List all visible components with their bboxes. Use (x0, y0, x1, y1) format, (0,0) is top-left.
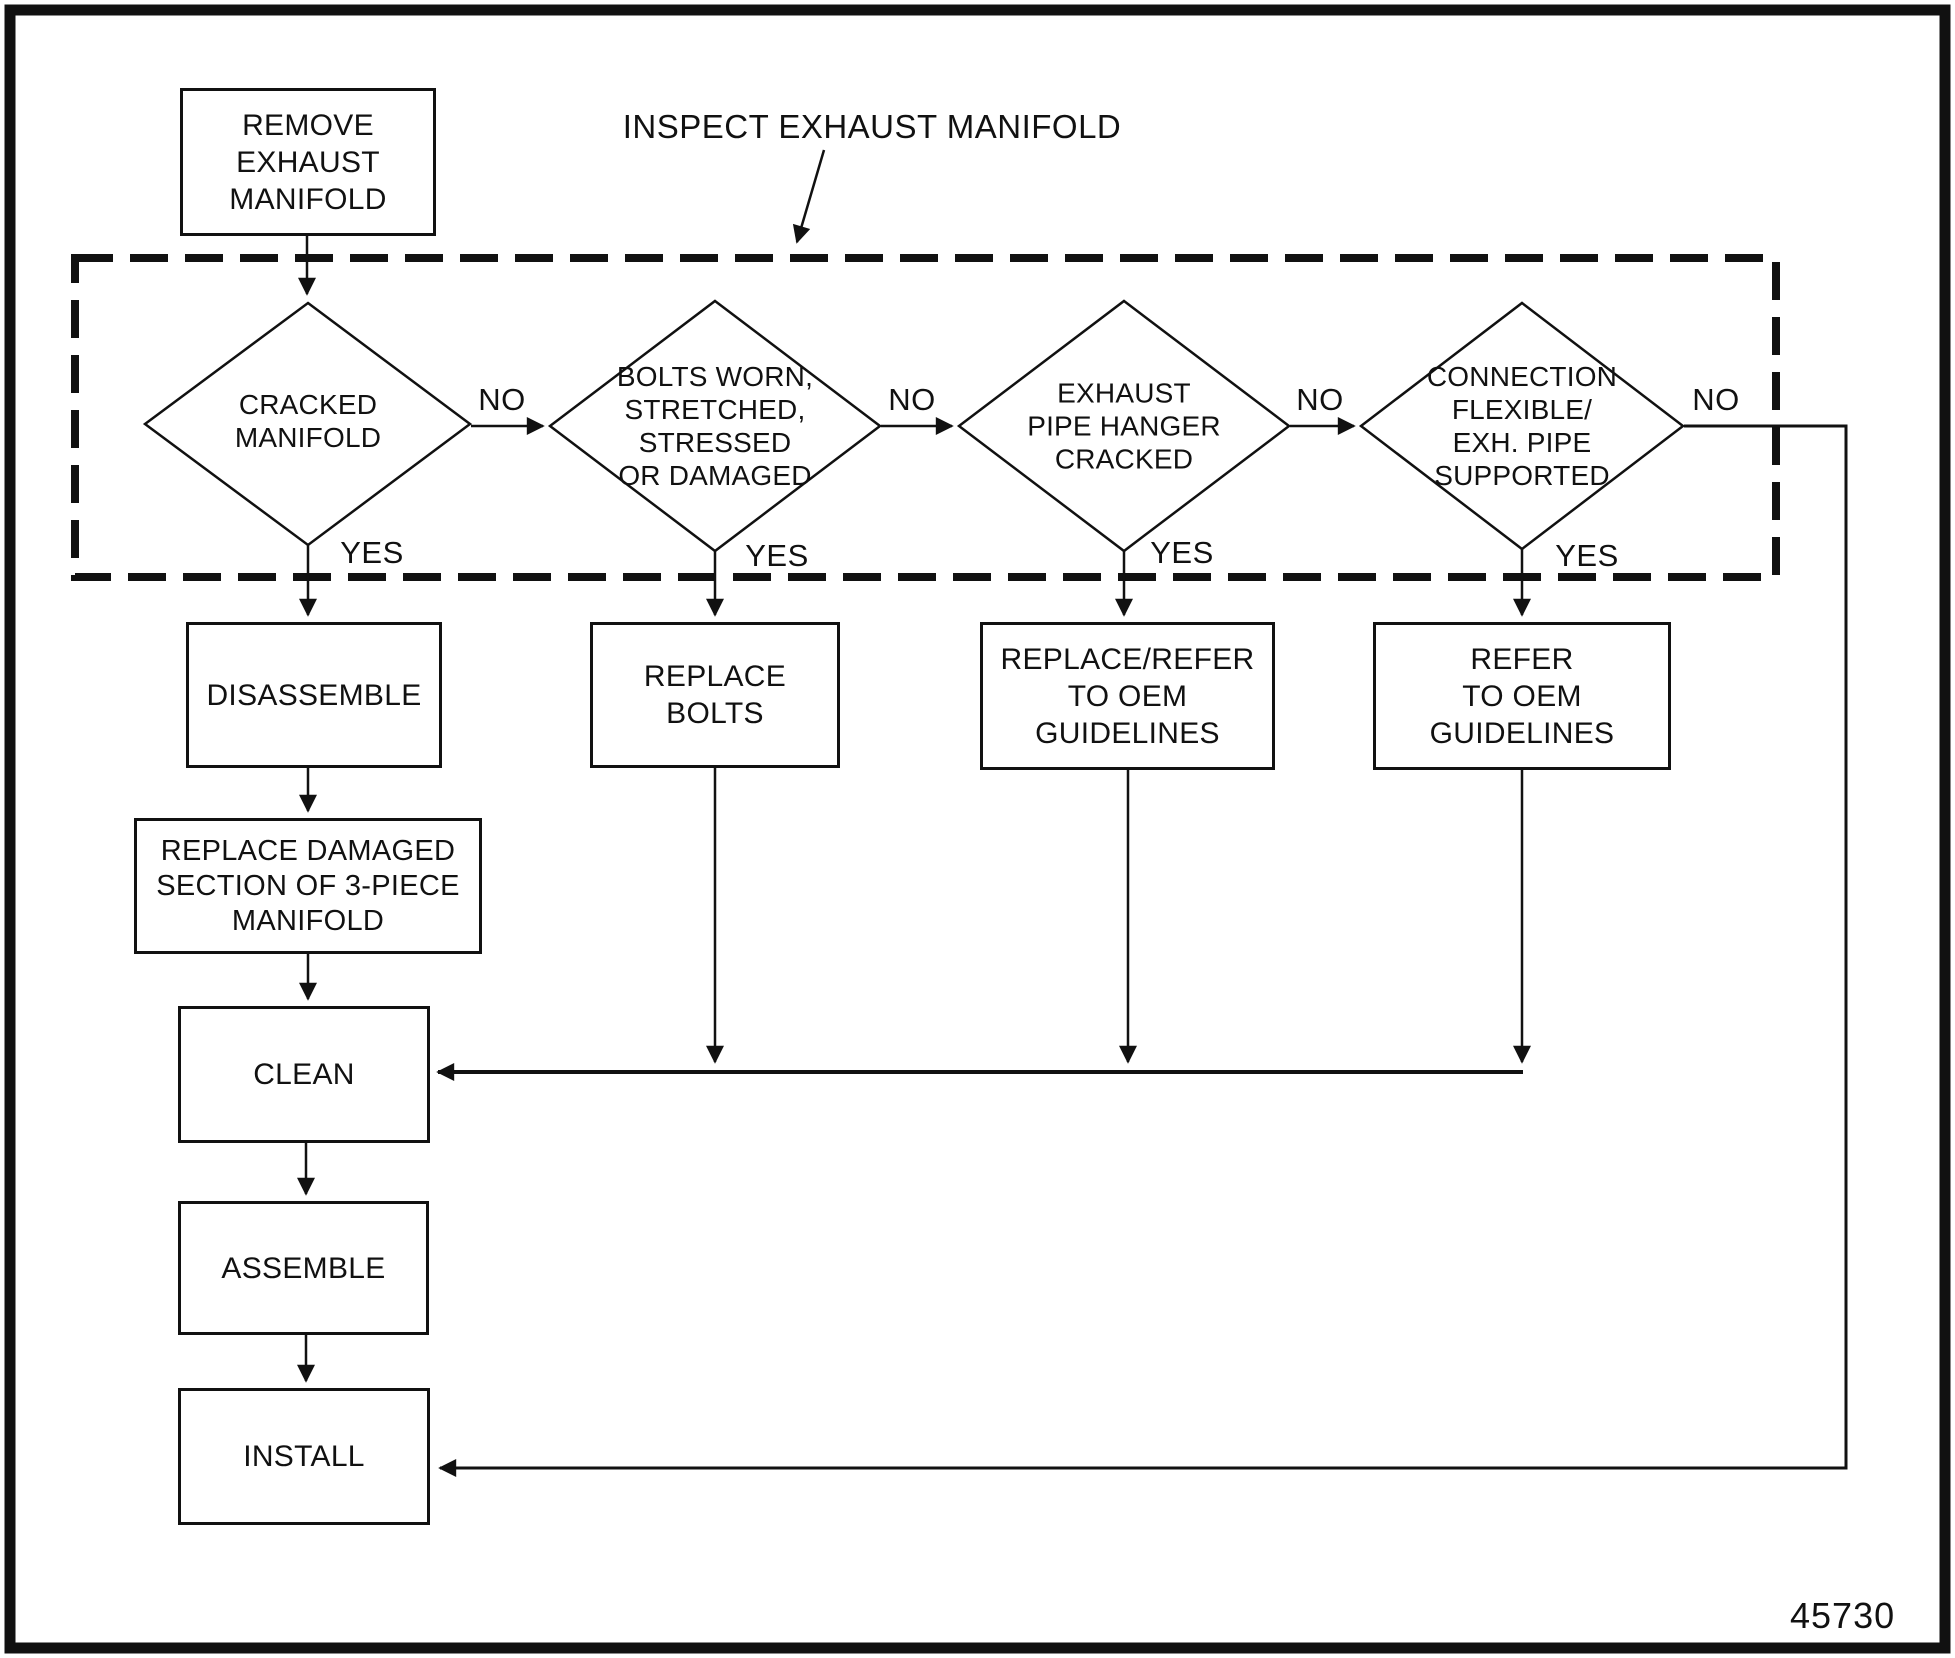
page-border (4, 4, 1951, 1654)
inspect-label-pointer-arrow (792, 149, 826, 244)
branch-label-no-1: NO (478, 382, 526, 417)
branch-label-yes-4: YES (1555, 538, 1619, 573)
branch-label-yes-3: YES (1150, 535, 1214, 570)
branch-label-yes-2: YES (745, 538, 809, 573)
branch-label-no-4: NO (1692, 382, 1740, 417)
inspect-exhaust-manifold-label: INSPECT EXHAUST MANIFOLD (622, 108, 1122, 145)
branch-label-no-2: NO (888, 382, 936, 417)
node-refer-oem-guidelines: REFER TO OEM GUIDELINES (1373, 622, 1671, 770)
node-replace-refer-oem-guidelines: REPLACE/REFER TO OEM GUIDELINES (980, 622, 1275, 770)
figure-number: 45730 (1790, 1595, 1896, 1636)
inspect-region-dashed-box (71, 254, 1780, 581)
node-disassemble: DISASSEMBLE (186, 622, 442, 768)
node-clean: CLEAN (178, 1006, 430, 1143)
decision-cracked-manifold-label: CRACKED MANIFOLD (234, 389, 382, 453)
decision-connection-label: CONNECTION FLEXIBLE/ EXH. PIPE SUPPORTED (1426, 361, 1618, 491)
node-replace-damaged-section: REPLACE DAMAGED SECTION OF 3-PIECE MANIF… (134, 818, 482, 954)
branch-label-yes-1: YES (340, 535, 404, 570)
node-assemble: ASSEMBLE (178, 1201, 429, 1335)
decision-bolts-condition-label: BOLTS WORN, STRETCHED, STRESSED OR DAMAG… (616, 361, 814, 491)
node-remove-exhaust-manifold: REMOVE EXHAUST MANIFOLD (180, 88, 436, 236)
node-replace-bolts: REPLACE BOLTS (590, 622, 840, 768)
branch-label-no-3: NO (1296, 382, 1344, 417)
node-install: INSTALL (178, 1388, 430, 1525)
arrow-no-connection-to-install (438, 424, 1848, 1477)
decision-pipe-hanger-label: EXHAUST PIPE HANGER CRACKED (1027, 377, 1221, 475)
